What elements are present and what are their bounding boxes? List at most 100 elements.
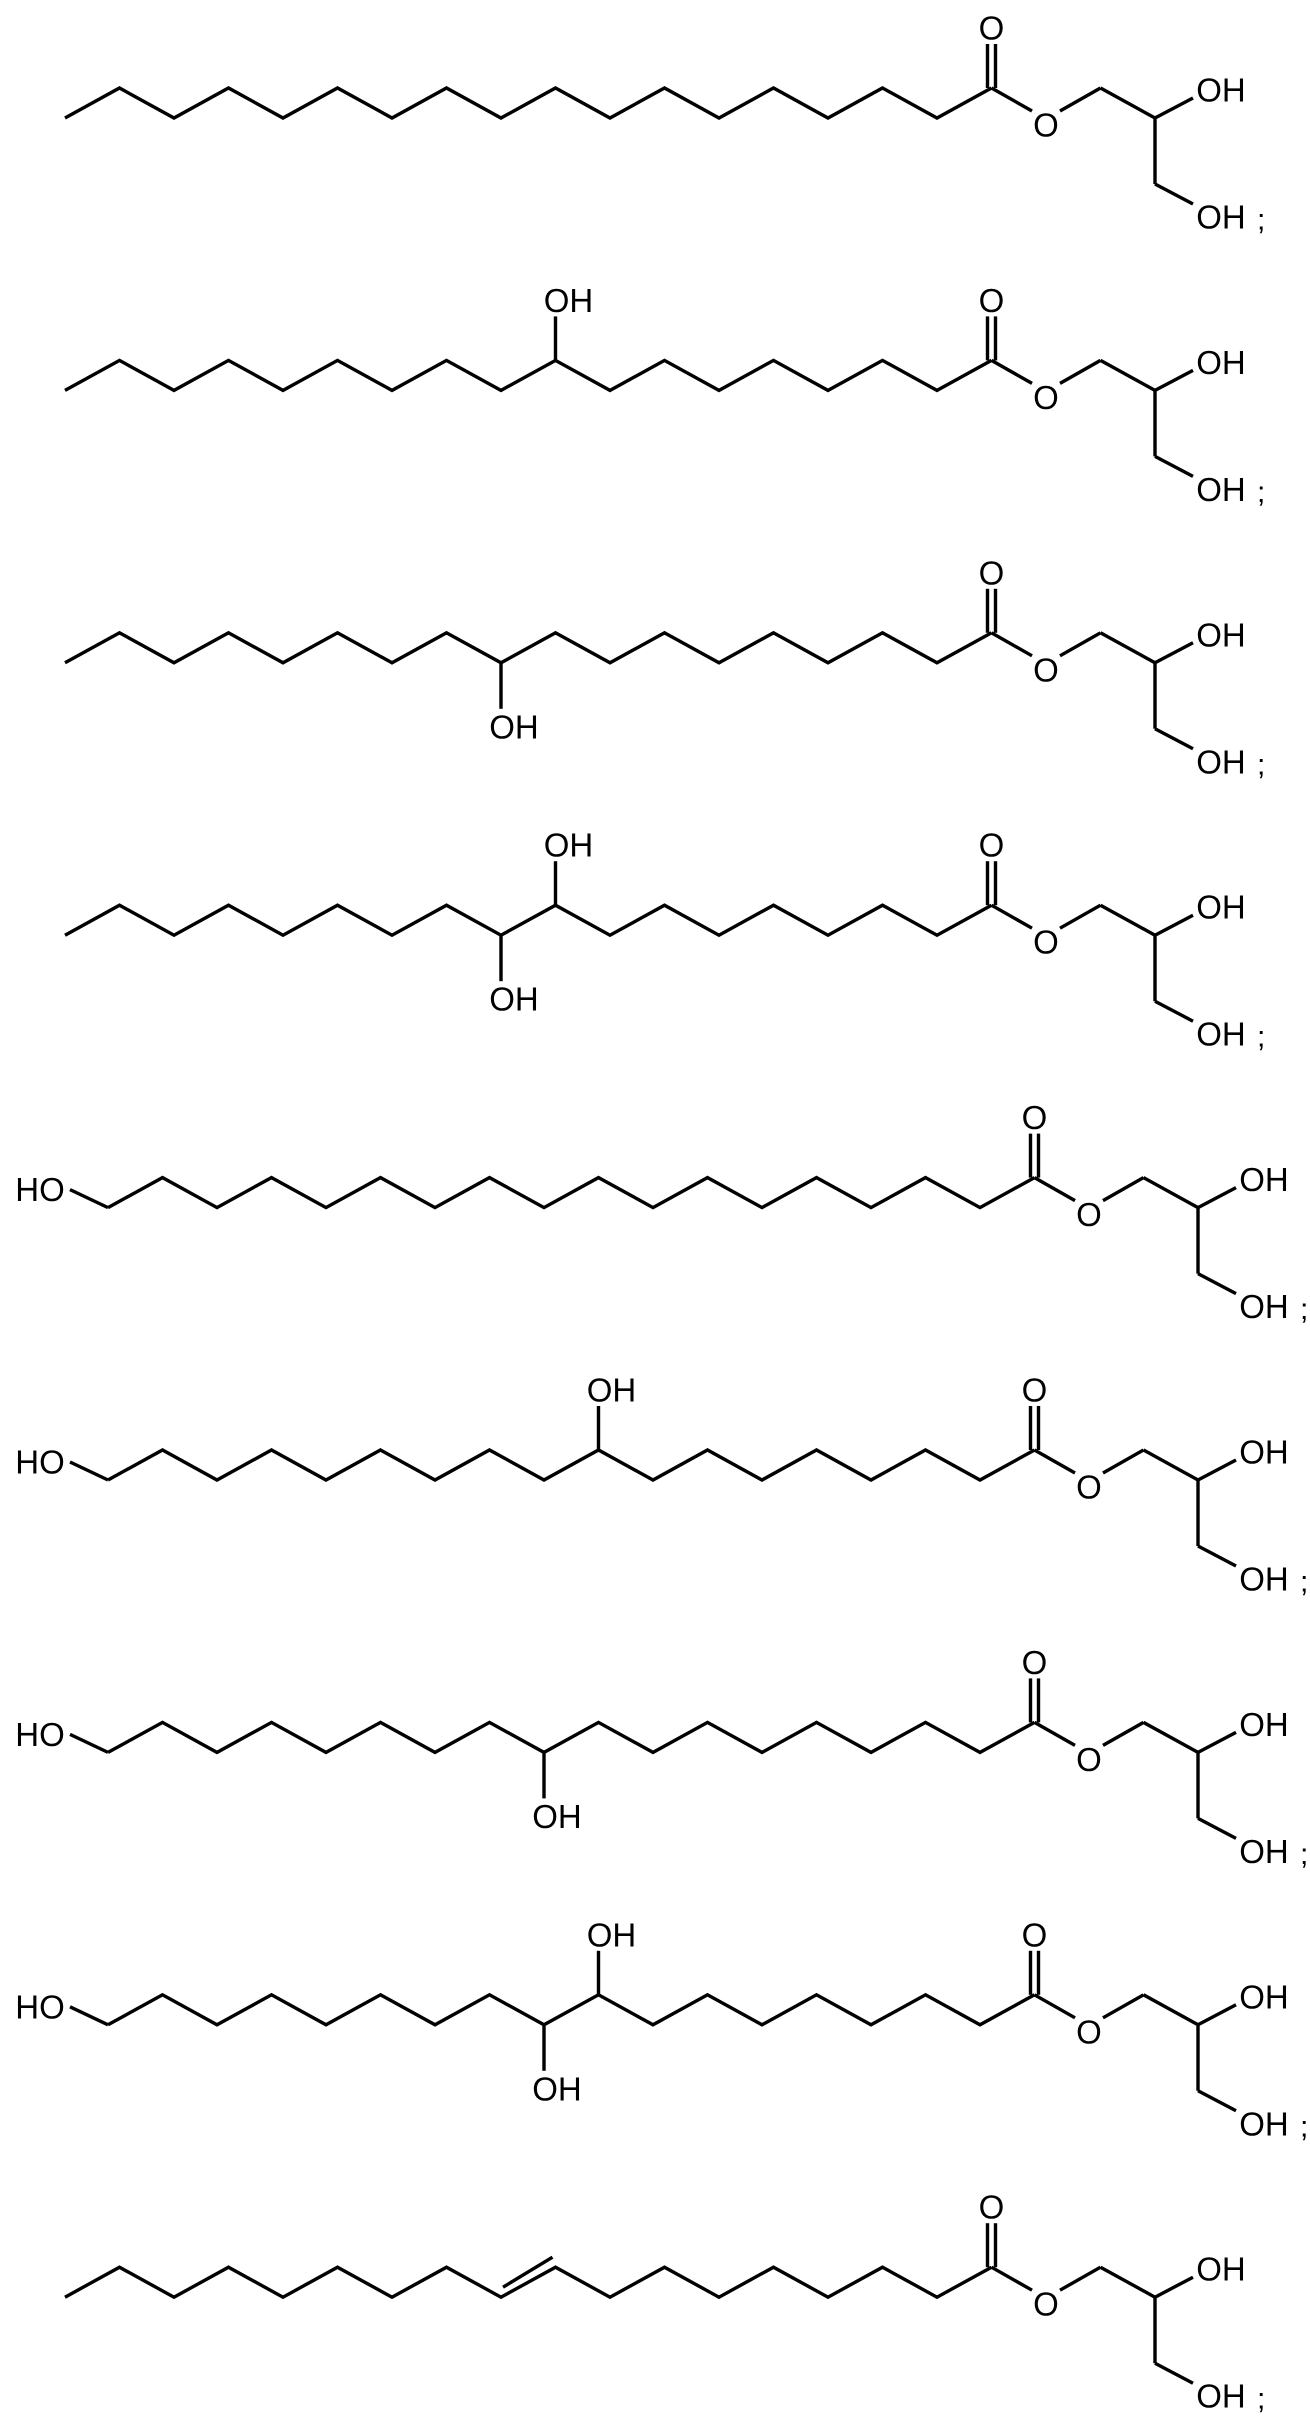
- glycerol-bond: [1142, 1448, 1199, 1482]
- glycerol-bond: [1154, 368, 1194, 392]
- glycerol-secondary-hydroxyl-label: OH: [1239, 1706, 1289, 1743]
- terminal-ho-bond: [69, 1732, 109, 1754]
- glycerol-primary-hydroxyl-label: OH: [1196, 199, 1246, 236]
- ester-bond: [990, 903, 1033, 930]
- alkyl-chain: [107, 1992, 1036, 2027]
- glycerol-bond: [1142, 1720, 1199, 1754]
- glycerol-bond: [1154, 999, 1194, 1023]
- glycerol-bond: [1154, 96, 1194, 120]
- glycerol-bond: [1197, 1544, 1237, 1568]
- terminal-hydroxyl-label: HO: [15, 1988, 65, 2025]
- hydroxyl-label: OH: [532, 1798, 582, 1835]
- ester-bond: [1059, 86, 1102, 113]
- glycerol-primary-hydroxyl-label: OH: [1239, 2105, 1289, 2142]
- glycerol-secondary-hydroxyl-label: OH: [1196, 616, 1246, 653]
- carbonyl-oxygen-label: O: [979, 554, 1005, 591]
- ester-bond: [1033, 1720, 1076, 1747]
- ester-bond: [990, 631, 1033, 658]
- ester-bond: [1059, 631, 1102, 658]
- separator-semicolon: ;: [1257, 2383, 1265, 2416]
- hydroxyl-label: OH: [544, 282, 594, 319]
- glycerol-secondary-hydroxyl-label: OH: [1239, 1434, 1289, 1471]
- separator-semicolon: ;: [1300, 1293, 1308, 1326]
- carbonyl-oxygen-label: O: [1022, 1372, 1048, 1409]
- hydroxyl-label: OH: [489, 981, 539, 1018]
- alkyl-chain: [64, 358, 993, 393]
- ester-oxygen-label: O: [1033, 651, 1059, 688]
- terminal-hydroxyl-label: HO: [15, 1171, 65, 1208]
- carbonyl-oxygen-label: O: [1022, 1099, 1048, 1136]
- double-bond-line: [502, 2255, 554, 2289]
- alkyl-chain: [107, 1175, 1036, 1210]
- alkyl-chain: [64, 630, 993, 665]
- glycerol-primary-hydroxyl-label: OH: [1196, 1016, 1246, 1053]
- ester-bond: [1033, 1448, 1076, 1475]
- glycerol-secondary-hydroxyl-label: OH: [1239, 1161, 1289, 1198]
- glycerol-bond: [1099, 2265, 1156, 2299]
- glycerol-primary-hydroxyl-label: OH: [1196, 471, 1246, 508]
- glycerol-bond: [1197, 2089, 1237, 2113]
- glycerol-secondary-hydroxyl-label: OH: [1196, 72, 1246, 109]
- glycerol-bond: [1142, 1993, 1199, 2027]
- ester-bond: [1033, 1176, 1076, 1203]
- ester-oxygen-label: O: [1033, 379, 1059, 416]
- glycerol-bond: [1099, 903, 1156, 937]
- glycerol-bond: [1154, 454, 1194, 478]
- glycerol-primary-hydroxyl-label: OH: [1196, 743, 1246, 780]
- glycerol-bond: [1099, 358, 1156, 392]
- separator-semicolon: ;: [1257, 204, 1265, 237]
- carbonyl-oxygen-label: O: [1022, 1916, 1048, 1953]
- separator-semicolon: ;: [1300, 1838, 1308, 1871]
- separator-semicolon: ;: [1257, 1021, 1265, 1054]
- ester-bond: [1102, 1176, 1145, 1203]
- terminal-hydroxyl-label: HO: [15, 1716, 65, 1753]
- terminal-ho-bond: [69, 1460, 109, 1482]
- glycerol-bond: [1154, 727, 1194, 751]
- ester-bond: [1102, 1993, 1145, 2020]
- glycerol-bond: [1197, 1272, 1237, 1296]
- glycerol-bond: [1142, 1176, 1199, 1210]
- ester-oxygen-label: O: [1033, 2286, 1059, 2323]
- ester-bond: [1059, 903, 1102, 930]
- ester-oxygen-label: O: [1033, 107, 1059, 144]
- molecule-glyceryl-10-hydroxystearate: OH O O OH OH;: [64, 282, 1265, 509]
- alkyl-chain: [64, 2265, 993, 2300]
- carbonyl-oxygen-label: O: [979, 827, 1005, 864]
- glycerol-bond: [1197, 1186, 1237, 1210]
- carbonyl-oxygen-label: O: [979, 282, 1005, 319]
- hydroxyl-label: OH: [587, 1372, 637, 1409]
- glycerol-bond: [1154, 641, 1194, 665]
- glycerol-secondary-hydroxyl-label: OH: [1239, 1978, 1289, 2015]
- ester-bond: [1059, 2265, 1102, 2292]
- ester-bond: [1102, 1720, 1145, 1747]
- ester-oxygen-label: O: [1076, 1741, 1102, 1778]
- glycerol-bond: [1154, 182, 1194, 206]
- hydroxyl-label: OH: [532, 2070, 582, 2107]
- terminal-ho-bond: [69, 2005, 109, 2027]
- ester-bond: [990, 86, 1033, 113]
- glycerol-primary-hydroxyl-label: OH: [1196, 2378, 1246, 2415]
- alkyl-chain: [107, 1448, 1036, 1482]
- glycerol-secondary-hydroxyl-label: OH: [1196, 2251, 1246, 2288]
- glycerol-bond: [1197, 1730, 1237, 1754]
- glycerol-bond: [1154, 2275, 1194, 2299]
- glycerol-bond: [1099, 631, 1156, 665]
- separator-semicolon: ;: [1257, 476, 1265, 509]
- ester-bond: [990, 358, 1033, 385]
- glycerol-secondary-hydroxyl-label: OH: [1196, 344, 1246, 381]
- glycerol-bond: [1197, 2003, 1237, 2027]
- separator-semicolon: ;: [1300, 1566, 1308, 1599]
- alkyl-chain: [107, 1720, 1036, 1755]
- glycerol-bond: [1154, 2361, 1194, 2385]
- ester-bond: [1102, 1448, 1145, 1475]
- ester-oxygen-label: O: [1033, 924, 1059, 961]
- glycerol-primary-hydroxyl-label: OH: [1239, 1561, 1289, 1598]
